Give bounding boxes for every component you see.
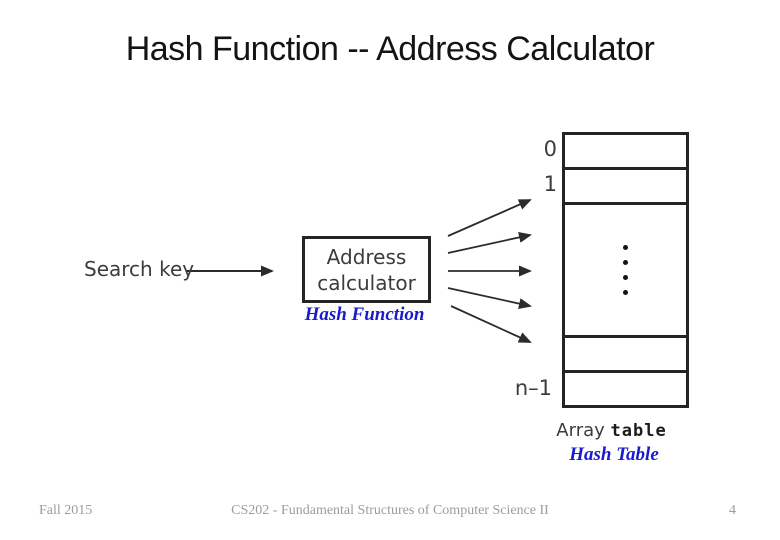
table-cell — [565, 135, 686, 170]
page-title: Hash Function -- Address Calculator — [125, 30, 655, 68]
hash-arrow-icon — [447, 199, 532, 237]
hash-arrow-icon — [450, 305, 532, 343]
hash-function-label: Hash Function — [304, 304, 425, 325]
hash-arrow-icon — [447, 287, 532, 310]
footer-semester: Fall 2015 — [39, 503, 93, 518]
table-cell — [565, 373, 686, 405]
table-cell — [565, 170, 686, 205]
address-calculator-label-line2: calculator — [317, 270, 416, 295]
array-table-caption: Array table — [548, 420, 675, 441]
index-label-0: 0 — [543, 137, 557, 161]
ellipsis-dot — [623, 290, 628, 295]
search-key-label: Search key — [84, 257, 195, 281]
hash-arrow-icon — [447, 231, 532, 254]
address-calculator-box: Address calculator — [302, 236, 431, 303]
ellipsis-dot — [623, 245, 628, 250]
footer-course-title: CS202 - Fundamental Structures of Comput… — [231, 503, 549, 518]
hash-table-array — [562, 132, 689, 408]
ellipsis-dot — [623, 275, 628, 280]
table-cell — [565, 338, 686, 373]
table-cell-ellipsis — [565, 205, 686, 338]
ellipsis-dot — [623, 260, 628, 265]
footer-page-number: 4 — [729, 503, 736, 518]
array-caption-text: Array — [556, 420, 611, 441]
address-calculator-label-line1: Address — [326, 244, 407, 269]
hash-table-label: Hash Table — [569, 444, 659, 465]
index-label-1: 1 — [543, 172, 557, 196]
index-label-n-1: n–1 — [514, 376, 552, 400]
slide-footer: Fall 2015 CS202 - Fundamental Structures… — [0, 503, 780, 527]
array-caption-code: table — [610, 421, 667, 441]
